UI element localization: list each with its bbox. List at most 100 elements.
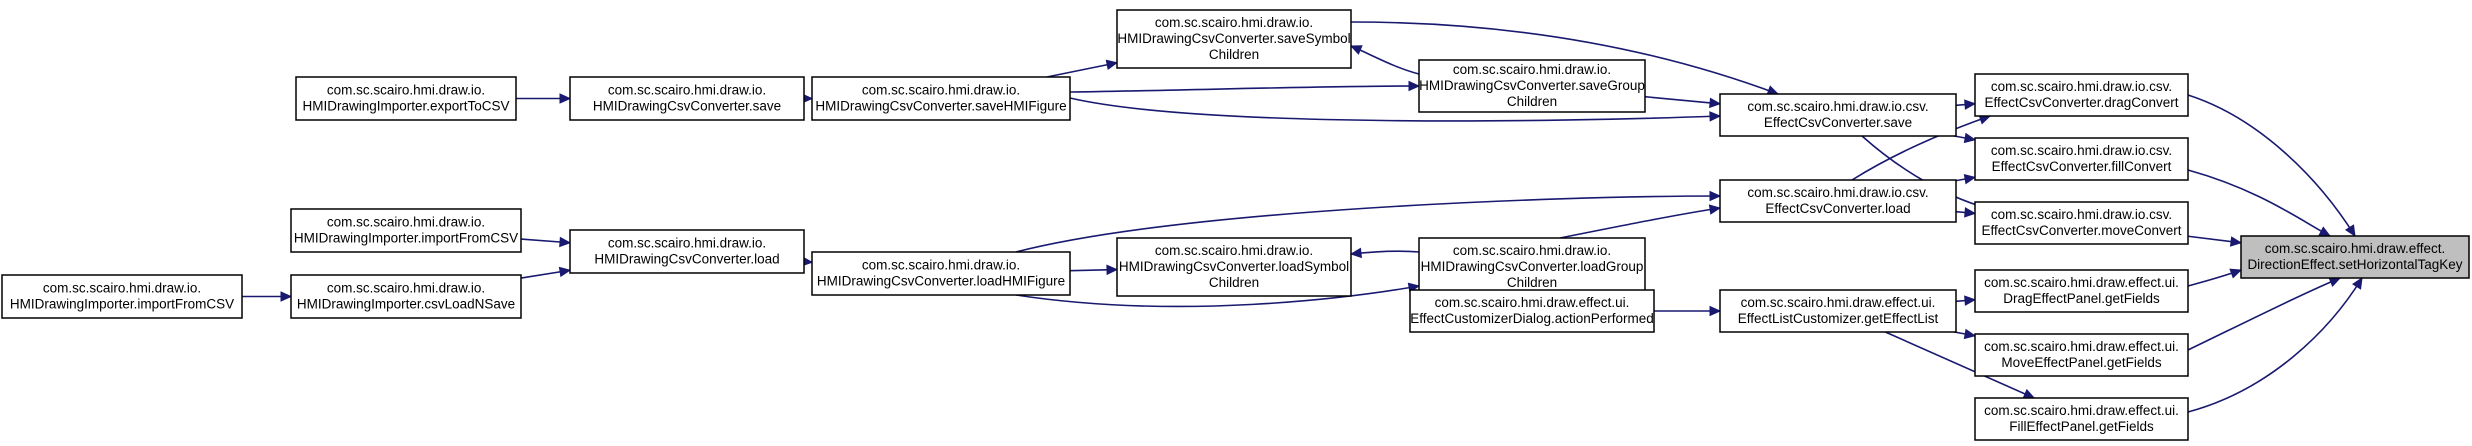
node-label-line: com.sc.scairo.hmi.draw.effect.ui.: [1741, 295, 1936, 310]
node-dragGetFields[interactable]: com.sc.scairo.hmi.draw.effect.ui.DragEff…: [1974, 269, 2189, 313]
node-label-line: com.sc.scairo.hmi.draw.effect.ui.: [1435, 295, 1630, 310]
edge-saveHMIFigure-to-effectSave: [1069, 97, 1721, 122]
node-importFromCSV2[interactable]: com.sc.scairo.hmi.draw.io.HMIDrawingImpo…: [1, 274, 243, 319]
node-label-line: com.sc.scairo.hmi.draw.io.csv.: [1747, 99, 1928, 114]
node-saveSymbolChildren[interactable]: com.sc.scairo.hmi.draw.io.HMIDrawingCsvC…: [1116, 9, 1352, 69]
edge-dragConvert-to-setHorizontalTagKey-arrowhead: [2344, 224, 2356, 238]
node-label-line: com.sc.scairo.hmi.draw.io.csv.: [1991, 143, 2172, 158]
node-saveHMIFigure[interactable]: com.sc.scairo.hmi.draw.io.HMIDrawingCsvC…: [811, 76, 1071, 121]
edge-moveGetFields-to-setHorizontalTagKey: [2187, 277, 2341, 351]
edge-getEffectList-to-dragGetFields-arrowhead: [1964, 295, 1977, 306]
node-label-line: Children: [1209, 47, 1259, 62]
node-box: [290, 274, 522, 319]
node-setHorizontalTagKey[interactable]: com.sc.scairo.hmi.draw.effect.DirectionE…: [2240, 235, 2470, 279]
node-label-line: FillEffectPanel.getFields: [2009, 419, 2154, 434]
node-exportToCSV[interactable]: com.sc.scairo.hmi.draw.io.HMIDrawingImpo…: [295, 76, 517, 121]
node-label-line: HMIDrawingImporter.importFromCSV: [294, 231, 518, 246]
edge-loadHMIFigure-to-loadSymbolChildren-arrowhead: [1106, 264, 1119, 276]
edge-getEffectList-to-moveGetFields-arrowhead: [1963, 328, 1977, 340]
edge-effectLoad-to-dragConvert: [1851, 115, 1991, 181]
node-box: [1116, 9, 1352, 69]
node-label-line: com.sc.scairo.hmi.draw.io.: [1453, 243, 1611, 258]
edge-saveHMIFigure-to-effectSave-arrowhead: [1709, 111, 1722, 122]
node-label-line: EffectListCustomizer.getEffectList: [1738, 311, 1939, 326]
edge-saveGroupChildren-to-saveSymbolChildren-arrowhead: [1349, 45, 1363, 55]
node-effectSave[interactable]: com.sc.scairo.hmi.draw.io.csv.EffectCsvC…: [1719, 93, 1957, 137]
node-label-line: com.sc.scairo.hmi.draw.io.: [1155, 243, 1313, 258]
edge-csvLoadNSave-to-csvLoad-arrowhead: [558, 266, 572, 278]
node-label-line: com.sc.scairo.hmi.draw.io.: [327, 83, 485, 98]
edge-importFromCSV1-to-csvLoad-arrowhead: [559, 236, 572, 248]
edge-dragConvert-to-setHorizontalTagKey: [2187, 94, 2356, 237]
node-label-line: DirectionEffect.setHorizontalTagKey: [2247, 257, 2462, 272]
node-csvLoad[interactable]: com.sc.scairo.hmi.draw.io.HMIDrawingCsvC…: [569, 229, 805, 274]
node-box: [811, 76, 1071, 121]
edge-fillConvert-to-setHorizontalTagKey: [2187, 169, 2331, 237]
node-box: [290, 208, 522, 253]
node-dragConvert[interactable]: com.sc.scairo.hmi.draw.io.csv.EffectCsvC…: [1974, 73, 2189, 117]
node-label-line: com.sc.scairo.hmi.draw.io.csv.: [1747, 185, 1928, 200]
edge-fillGetFields-to-setHorizontalTagKey-arrowhead: [2352, 276, 2363, 290]
node-box: [1974, 73, 2189, 117]
node-label-line: Children: [1209, 275, 1259, 290]
node-getEffectList[interactable]: com.sc.scairo.hmi.draw.effect.ui.EffectL…: [1719, 289, 1957, 333]
node-label-line: EffectCsvConverter.load: [1765, 201, 1910, 216]
edge-loadHMIFigure-to-effectLoad: [1015, 195, 1721, 253]
edge-effectLoad-to-fillConvert-arrowhead: [1963, 173, 1977, 185]
node-fillConvert[interactable]: com.sc.scairo.hmi.draw.io.csv.EffectCsvC…: [1974, 137, 2189, 181]
node-box: [1974, 269, 2189, 313]
node-moveConvert[interactable]: com.sc.scairo.hmi.draw.io.csv.EffectCsvC…: [1974, 201, 2189, 245]
edge-importFromCSV2-to-csvLoadNSave-arrowhead: [280, 291, 293, 302]
node-effectLoad[interactable]: com.sc.scairo.hmi.draw.io.csv.EffectCsvC…: [1719, 179, 1957, 223]
edge-layer: [242, 21, 2363, 413]
node-label-line: com.sc.scairo.hmi.draw.io.: [1453, 62, 1611, 77]
node-label-line: com.sc.scairo.hmi.draw.io.: [1155, 15, 1313, 30]
node-label-line: Children: [1507, 275, 1557, 290]
edge-loadHMIFigure-to-loadGroupChildren: [1015, 285, 1420, 308]
node-loadGroupChildren[interactable]: com.sc.scairo.hmi.draw.io.HMIDrawingCsvC…: [1418, 237, 1646, 297]
node-label-line: com.sc.scairo.hmi.draw.io.csv.: [1991, 207, 2172, 222]
node-loadHMIFigure[interactable]: com.sc.scairo.hmi.draw.io.HMIDrawingCsvC…: [811, 251, 1071, 296]
edge-moveGetFields-to-setHorizontalTagKey-arrowhead: [2328, 277, 2342, 287]
edge-loadGroupChildren-to-loadSymbolChildren-arrowhead: [1349, 247, 1362, 259]
node-fillGetFields[interactable]: com.sc.scairo.hmi.draw.effect.ui.FillEff…: [1974, 397, 2189, 441]
edge-loadHMIFigure-to-effectLoad-arrowhead: [1709, 190, 1722, 202]
node-label-line: com.sc.scairo.hmi.draw.effect.ui.: [1984, 339, 2179, 354]
edge-actionPerformed-to-getEffectList-arrowhead: [1709, 305, 1722, 317]
edge-saveSymbolChildren-to-effectSave: [1350, 21, 1779, 95]
node-label-line: EffectCsvConverter.moveConvert: [1981, 223, 2181, 238]
node-csvLoadNSave[interactable]: com.sc.scairo.hmi.draw.io.HMIDrawingImpo…: [290, 274, 522, 319]
edge-effectSave-to-dragConvert-arrowhead: [1964, 99, 1977, 110]
node-box: [1719, 93, 1957, 137]
node-box: [1974, 397, 2189, 441]
node-label-line: com.sc.scairo.hmi.draw.io.: [327, 281, 485, 296]
edge-dragGetFields-to-setHorizontalTagKey-arrowhead: [2229, 268, 2243, 279]
node-label-line: com.sc.scairo.hmi.draw.io.: [862, 83, 1020, 98]
node-actionPerformed[interactable]: com.sc.scairo.hmi.draw.effect.ui.EffectC…: [1409, 289, 1655, 333]
node-importFromCSV1[interactable]: com.sc.scairo.hmi.draw.io.HMIDrawingImpo…: [290, 208, 522, 253]
node-label-line: HMIDrawingImporter.csvLoadNSave: [297, 297, 515, 312]
edge-saveGroupChildren-to-saveSymbolChildren: [1350, 45, 1420, 75]
node-box: [1418, 59, 1646, 113]
node-csvSave[interactable]: com.sc.scairo.hmi.draw.io.HMIDrawingCsvC…: [569, 76, 805, 121]
node-box: [1719, 179, 1957, 223]
edge-exportToCSV-to-csvSave-arrowhead: [559, 93, 572, 104]
node-label-line: com.sc.scairo.hmi.draw.io.csv.: [1991, 79, 2172, 94]
node-label-line: com.sc.scairo.hmi.draw.io.: [608, 83, 766, 98]
node-label-line: EffectCsvConverter.dragConvert: [1984, 95, 2178, 110]
node-label-line: EffectCsvConverter.save: [1764, 115, 1912, 130]
node-label-line: EffectCsvConverter.fillConvert: [1992, 159, 2172, 174]
node-box: [1, 274, 243, 319]
node-label-line: HMIDrawingCsvConverter.saveSymbol: [1117, 31, 1350, 46]
node-box: [811, 251, 1071, 296]
edge-loadGroupChildren-to-effectLoad: [1559, 207, 1721, 239]
node-box: [1116, 237, 1352, 297]
node-saveGroupChildren[interactable]: com.sc.scairo.hmi.draw.io.HMIDrawingCsvC…: [1418, 59, 1646, 113]
node-label-line: HMIDrawingImporter.importFromCSV: [10, 297, 234, 312]
node-loadSymbolChildren[interactable]: com.sc.scairo.hmi.draw.io.HMIDrawingCsvC…: [1116, 237, 1352, 297]
node-label-line: com.sc.scairo.hmi.draw.io.: [862, 258, 1020, 273]
node-label-line: HMIDrawingImporter.exportToCSV: [302, 99, 509, 114]
node-moveGetFields[interactable]: com.sc.scairo.hmi.draw.effect.ui.MoveEff…: [1974, 333, 2189, 377]
edge-saveHMIFigure-to-saveGroupChildren: [1069, 85, 1420, 93]
